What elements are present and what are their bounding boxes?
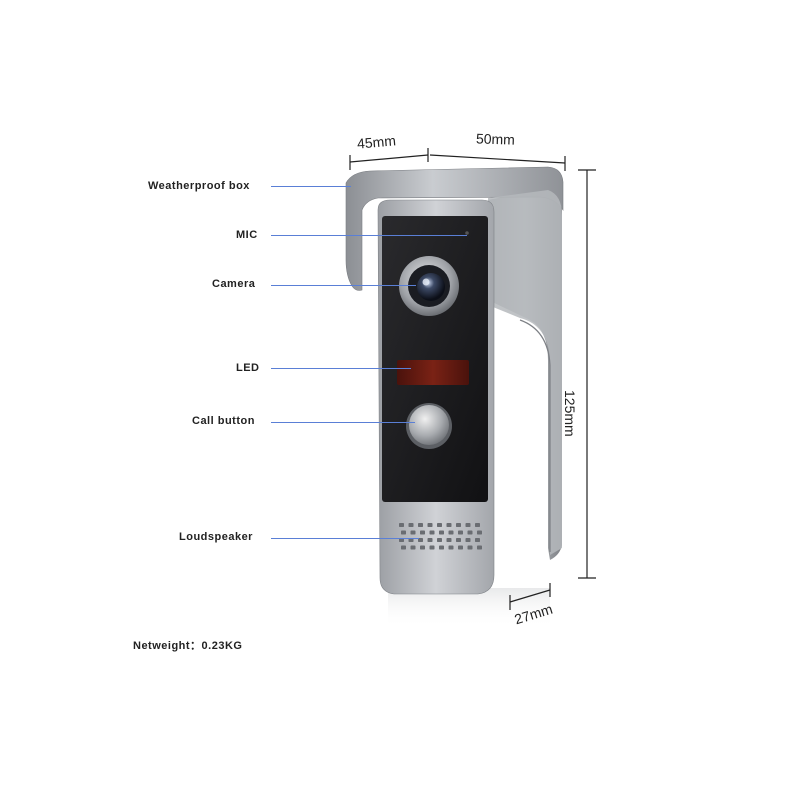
label-led: LED <box>236 362 260 374</box>
netweight-text: Netweight：0.23KG <box>133 640 243 652</box>
led-window <box>397 360 469 385</box>
grille-hole <box>465 523 471 527</box>
grille-hole <box>475 538 480 542</box>
grille-hole <box>427 538 433 542</box>
camera-lens <box>399 256 459 316</box>
grille-hole <box>437 538 442 542</box>
grille-hole <box>410 545 416 550</box>
dimension-width: 50mm <box>475 130 516 148</box>
grille-hole <box>399 538 404 542</box>
grille-hole <box>408 538 414 542</box>
grille-hole <box>448 530 454 535</box>
grille-hole <box>448 545 454 550</box>
grille-hole <box>465 538 471 542</box>
grille-hole <box>477 545 482 550</box>
grille-hole <box>427 523 433 527</box>
grille-hole <box>475 523 480 527</box>
leader-weatherproof-box <box>271 186 351 187</box>
dimension-depth-top: 45mm <box>356 132 397 152</box>
grille-hole <box>477 530 482 535</box>
leader-loudspeaker <box>271 538 419 539</box>
grille-hole <box>437 523 442 527</box>
grille-hole <box>410 530 416 535</box>
grille-hole <box>429 530 435 535</box>
mic-hole <box>465 231 469 235</box>
grille-hole <box>467 545 473 550</box>
grille-hole <box>401 530 406 535</box>
label-mic: MIC <box>236 229 258 241</box>
grille-hole <box>439 530 444 535</box>
label-camera: Camera <box>212 278 256 290</box>
leader-led <box>271 368 411 369</box>
leader-camera <box>271 285 416 286</box>
grille-hole <box>418 523 423 527</box>
grille-hole <box>429 545 435 550</box>
call-button-graphic <box>406 403 452 449</box>
grille-hole <box>401 545 406 550</box>
leader-call-button <box>271 422 415 423</box>
label-loudspeaker: Loudspeaker <box>179 531 253 543</box>
grille-hole <box>458 530 463 535</box>
grille-hole <box>467 530 473 535</box>
grille-hole <box>420 530 425 535</box>
grille-hole <box>456 538 461 542</box>
grille-hole <box>446 538 452 542</box>
grille-hole <box>456 523 461 527</box>
leader-mic <box>271 235 467 236</box>
grille-hole <box>458 545 463 550</box>
label-call-button: Call button <box>192 415 255 427</box>
dimension-height: 125mm <box>562 390 578 437</box>
speaker-grille <box>399 523 482 550</box>
grille-hole <box>446 523 452 527</box>
grille-hole <box>408 523 414 527</box>
grille-hole <box>420 545 425 550</box>
label-weatherproof-box: Weatherproof box <box>148 180 250 192</box>
grille-hole <box>418 538 423 542</box>
floor-reflection <box>388 588 550 628</box>
grille-hole <box>439 545 444 550</box>
grille-hole <box>399 523 404 527</box>
hood-flap <box>488 190 562 555</box>
